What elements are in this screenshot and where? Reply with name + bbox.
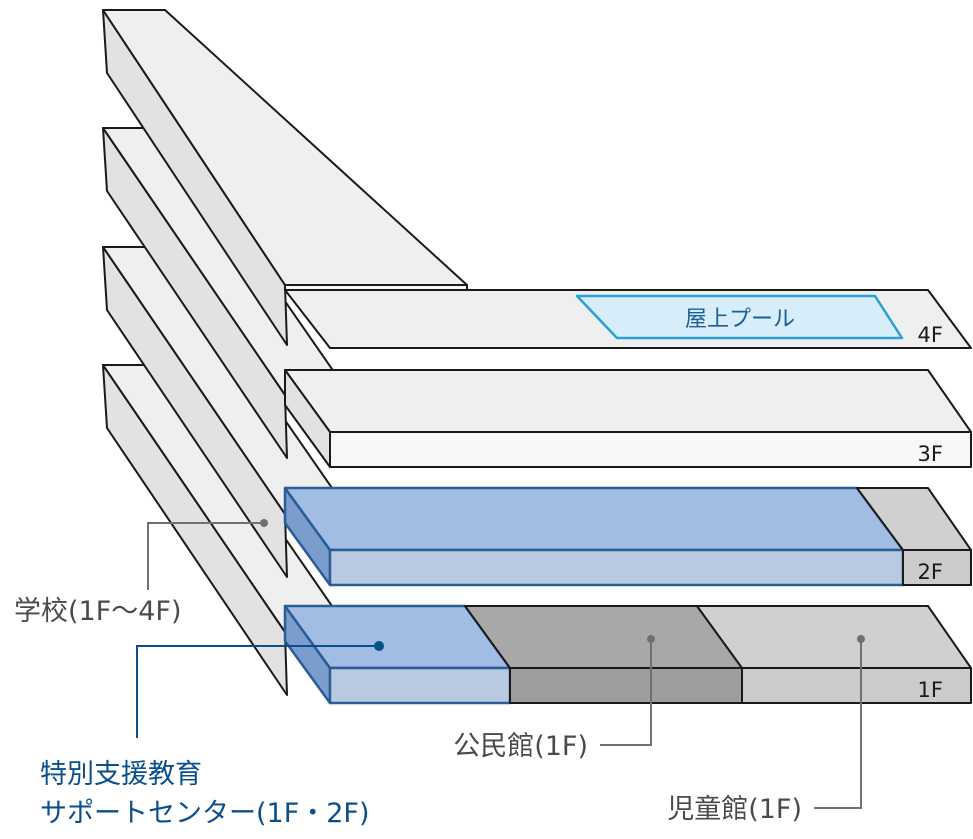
slab-3f-face (329, 431, 972, 468)
childrens-hall-label: 児童館(1F) (667, 794, 802, 825)
community-hall-label: 公民館(1F) (453, 731, 588, 762)
support-center-label-line1: 特別支援教育 (40, 759, 202, 790)
floor-3f: 3F (102, 127, 972, 468)
floor-label-2f: 2F (918, 560, 943, 584)
floor-1f: 1F (102, 364, 972, 705)
childrens-hall-leader (814, 639, 862, 809)
floor-label-3f: 3F (918, 442, 943, 466)
school-callout: 学校(1F〜4F) (14, 519, 268, 627)
school-label: 学校(1F〜4F) (14, 596, 181, 627)
community-hall-callout: 公民館(1F) (453, 635, 655, 762)
floor-label-1f: 1F (918, 678, 943, 702)
childrens-hall-face (741, 667, 972, 704)
floor-label-4f: 4F (918, 323, 943, 347)
support-2f-face (328, 548, 905, 587)
floor-2f: 2F (102, 246, 972, 587)
community-hall-top (464, 605, 743, 669)
gray-2f-face (902, 549, 972, 586)
school-leader (147, 522, 264, 590)
support-center-leader (136, 645, 379, 738)
support-center-callout: 特別支援教育 サポートセンター(1F・2F) (40, 641, 384, 829)
community-hall-leader (600, 639, 652, 746)
slab-4f-joint (284, 284, 468, 291)
slab-3f-top (284, 369, 972, 433)
childrens-hall-callout: 児童館(1F) (667, 635, 865, 825)
floor-4f: 屋上プール 4F (102, 9, 972, 349)
support-1f-face (328, 666, 512, 705)
rooftop-pool-label: 屋上プール (685, 307, 795, 332)
support-2f-top (283, 486, 905, 552)
support-center-label-line2: サポートセンター(1F・2F) (40, 798, 369, 829)
community-hall-face (509, 667, 743, 704)
childrens-hall-top (696, 605, 972, 669)
rooftop-pool (575, 294, 904, 340)
